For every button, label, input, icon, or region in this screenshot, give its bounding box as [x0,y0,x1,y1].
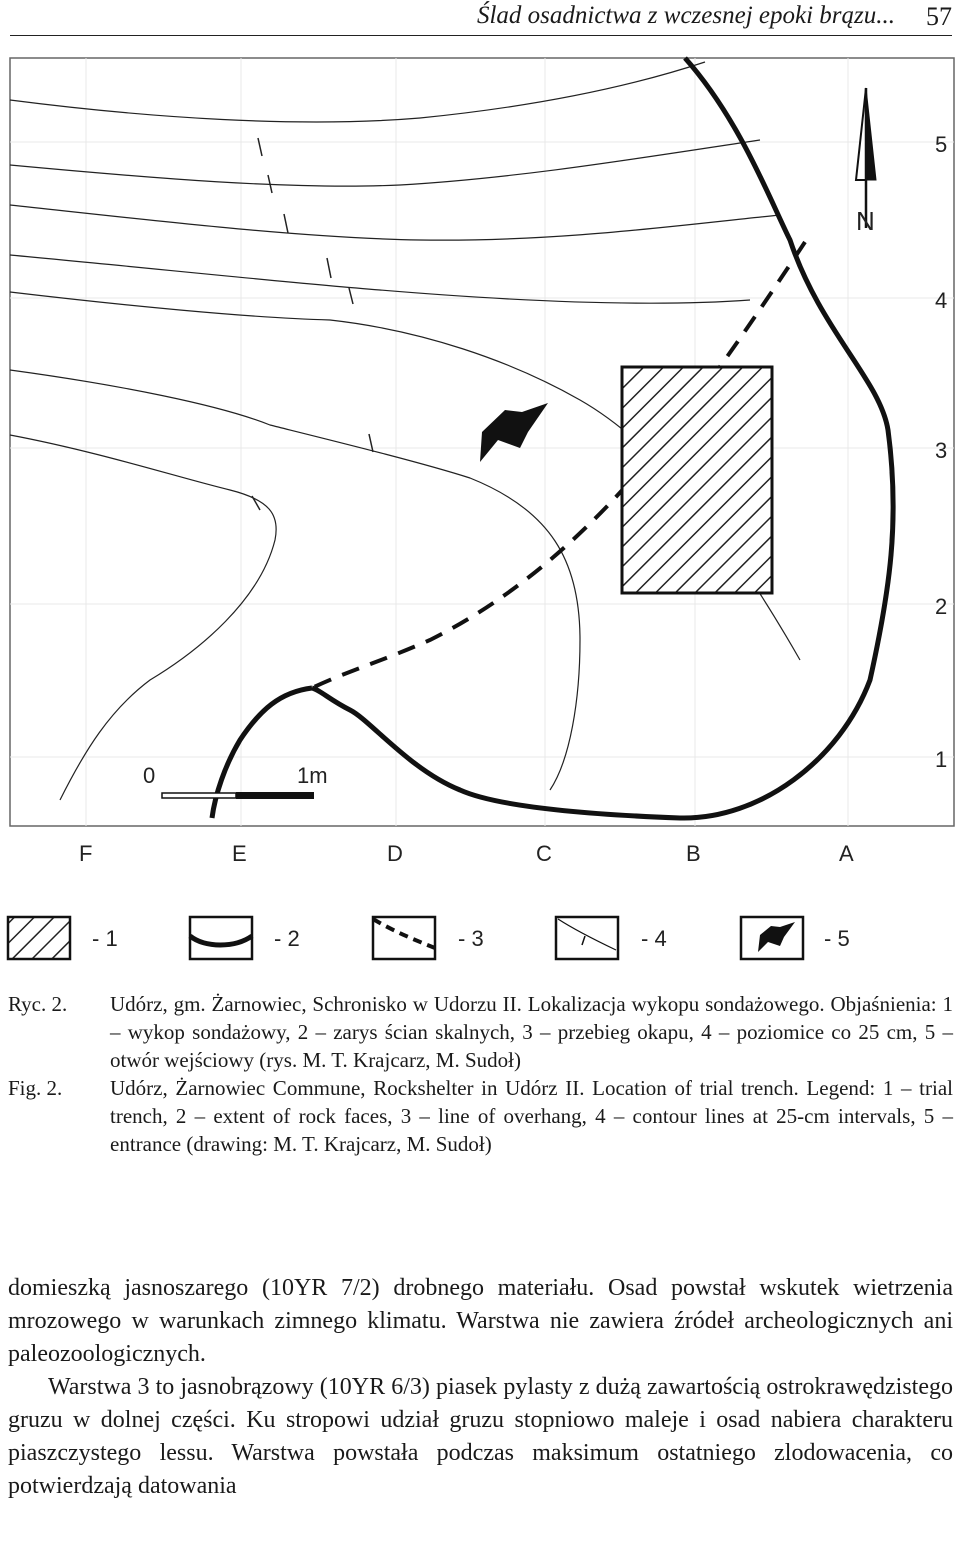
north-label: N [856,206,875,236]
column-label: F [79,841,92,866]
scale-end-label: 1m [297,763,328,788]
body-text: domieszką jasnoszarego (10YR 7/2) drobne… [8,1272,953,1503]
column-label: A [839,841,854,866]
row-labels: 5 4 3 2 1 [935,132,947,772]
overhang-line [311,240,807,690]
column-label: C [536,841,552,866]
rock-face-outline [209,56,896,821]
row-label: 3 [935,438,947,463]
body-paragraph: Warstwa 3 to jasnobrązowy (10YR 6/3) pia… [8,1374,953,1499]
running-title: Ślad osadnictwa z wczesnej epoki brązu..… [476,2,895,29]
column-label: E [232,841,247,866]
legend-swatch-rock-face [188,915,254,961]
row-label: 4 [935,288,947,313]
legend-label: - 5 [824,926,850,951]
row-label: 1 [935,747,947,772]
site-plan-figure: N 5 4 3 2 1 F E D C B A 0 1m - 1 - 2 - 3 [6,56,955,961]
legend-label: - 4 [641,926,667,951]
caption-text-en: Udórz, Żarnowiec Commune, Rockshelter in… [110,1076,953,1156]
scale-bar: 0 1m [143,763,328,799]
body-paragraph: domieszką jasnoszarego (10YR 7/2) drobne… [8,1275,953,1367]
page-header: Ślad osadnictwa z wczesnej epoki brązu..… [0,0,960,40]
caption-polish: Ryc. 2. Udórz, gm. Żarnowiec, Schronisko… [8,990,953,1074]
legend-swatch-trench [6,915,72,961]
legend-label: - 1 [92,926,118,951]
contour-lines [9,61,801,801]
legend-swatch-overhang [371,915,437,961]
entrance-symbol [480,403,548,462]
contour-ticks [251,137,374,511]
page-number: 57 [926,2,952,31]
legend: - 1 - 2 - 3 - 4 - 5 [6,915,850,961]
map-frame [9,57,955,827]
column-label: D [387,841,403,866]
scale-start-label: 0 [143,763,155,788]
caption-label-en: Fig. 2. [8,1076,63,1100]
caption-label-pl: Ryc. 2. [8,992,68,1016]
row-label: 2 [935,594,947,619]
column-label: B [686,841,701,866]
header-rule [10,35,952,36]
column-labels: F E D C B A [79,841,854,866]
legend-label: - 3 [458,926,484,951]
legend-label: - 2 [274,926,300,951]
north-arrow-icon [854,87,877,228]
row-label: 5 [935,132,947,157]
trial-trench [620,365,774,595]
caption-english: Fig. 2. Udórz, Żarnowiec Commune, Rocksh… [8,1074,953,1158]
caption-text-pl: Udórz, gm. Żarnowiec, Schronisko w Udorz… [110,992,953,1072]
figure-caption: Ryc. 2. Udórz, gm. Żarnowiec, Schronisko… [8,990,953,1158]
